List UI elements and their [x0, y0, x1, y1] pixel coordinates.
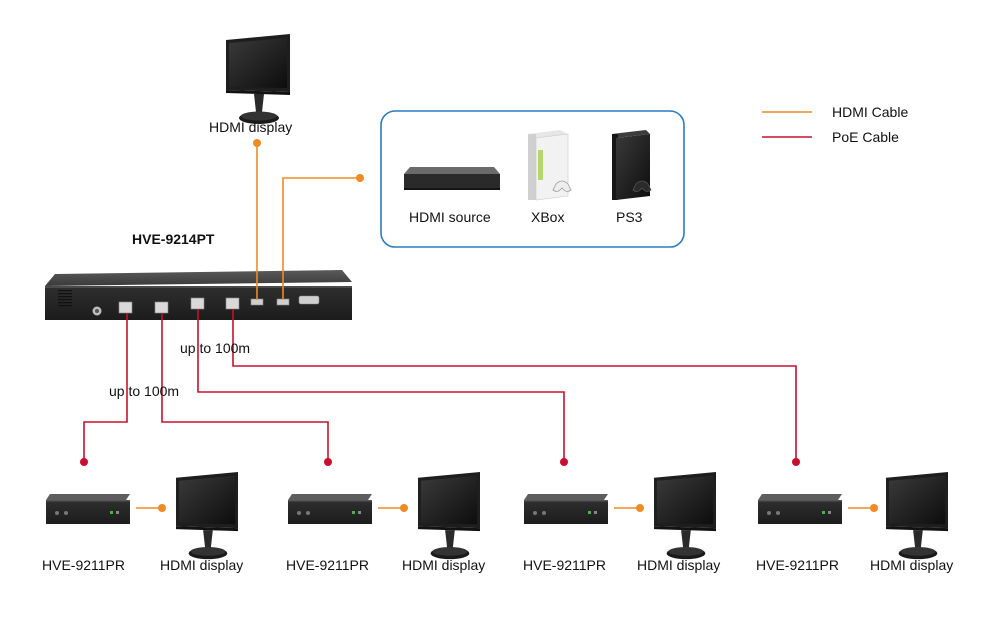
hdmi-endpoint-receiver-3 [636, 504, 644, 512]
top-display-label: HDMI display [209, 119, 292, 135]
hdmi-cables [256, 143, 360, 300]
hdmi-endpoint-top [253, 139, 261, 147]
receiver-3-label: HVE-9211PR [523, 557, 606, 573]
display-4-icon [886, 472, 948, 560]
poe-cable-1 [83, 313, 128, 462]
poe-cable-3 [197, 309, 565, 462]
poe-cable-2 [161, 313, 329, 462]
receiver-2-icon [288, 494, 372, 524]
display-1-icon [176, 472, 238, 560]
receiver-4-icon [758, 494, 842, 524]
display-2-icon [418, 472, 480, 560]
hdmi-endpoint-sources [356, 174, 364, 182]
xbox-icon [528, 130, 572, 201]
poe-endpoint-4 [792, 458, 800, 466]
poe-cable-4 [232, 309, 797, 462]
ps3-icon [612, 130, 652, 200]
poe-cables [83, 309, 797, 462]
display-3-icon [654, 472, 716, 560]
hdmi-endpoint-receiver-4 [870, 504, 878, 512]
display-2-label: HDMI display [402, 557, 485, 573]
poe-endpoint-3 [560, 458, 568, 466]
receiver-1-icon [46, 494, 130, 524]
legend-hdmi-label: HDMI Cable [832, 104, 908, 120]
source-label-ps3: PS3 [616, 209, 643, 225]
hub-label: HVE-9214PT [132, 231, 215, 247]
display-4-label: HDMI display [870, 557, 953, 573]
hdmi-endpoint-receiver-1 [158, 504, 166, 512]
distance-label-left: up to 100m [109, 383, 179, 399]
receiver-3-icon [524, 494, 608, 524]
hub-device [45, 270, 352, 320]
poe-endpoint-2 [324, 458, 332, 466]
poe-endpoint-1 [80, 458, 88, 466]
receiver-4-label: HVE-9211PR [756, 557, 839, 573]
hdmi-source-icon [404, 167, 500, 190]
legend-poe-label: PoE Cable [832, 129, 899, 145]
receiver-2-label: HVE-9211PR [286, 557, 369, 573]
source-label-xbox: XBox [531, 209, 564, 225]
distance-label-right: up to 100m [180, 340, 250, 356]
display-1-label: HDMI display [160, 557, 243, 573]
hdmi-endpoint-receiver-2 [400, 504, 408, 512]
hdmi-cable-to-sources [282, 177, 360, 300]
receiver-1-label: HVE-9211PR [42, 557, 125, 573]
display-3-label: HDMI display [637, 557, 720, 573]
legend: HDMI Cable PoE Cable [762, 104, 908, 145]
top-hdmi-display-icon [226, 34, 290, 124]
source-label-hdmi: HDMI source [409, 209, 491, 225]
